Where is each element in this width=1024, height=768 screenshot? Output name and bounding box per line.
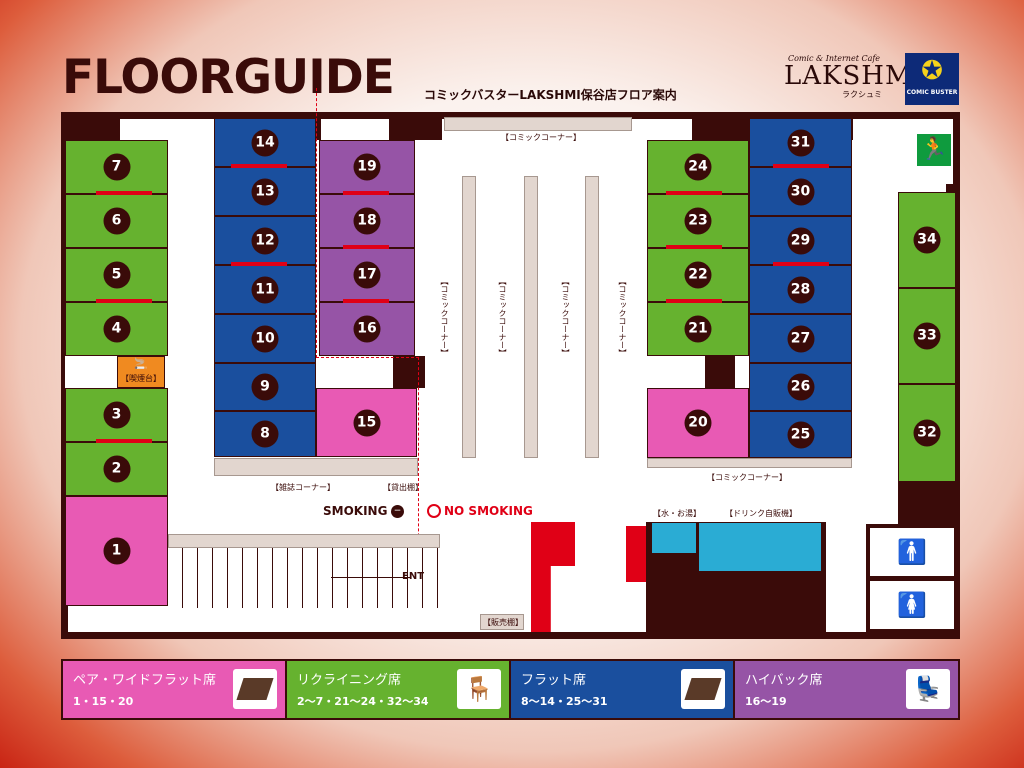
- male-restroom-icon: 🚹: [897, 538, 927, 566]
- seat-15[interactable]: 15: [316, 388, 417, 457]
- seat-legend: ペア・ワイドフラット席 1・15・20 リクライニング席 2〜7・21〜24・3…: [61, 659, 960, 720]
- seat-9[interactable]: 9: [214, 363, 316, 411]
- seat-12[interactable]: 12: [214, 216, 316, 265]
- legend-high-back: ハイバック席 16〜19 💺: [735, 661, 958, 718]
- recliner-icon: 🪑: [457, 669, 501, 709]
- drink-vending-machine[interactable]: [698, 522, 822, 572]
- page-subtitle: コミックバスターLAKSHMI保谷店フロア案内: [424, 88, 677, 102]
- female-restroom[interactable]: 🚺: [870, 581, 954, 629]
- no-smoking-label: NO SMOKING: [444, 504, 533, 518]
- comic-shelf-top: [444, 117, 632, 131]
- rental-shelf-label: 【貸出棚】: [383, 483, 423, 492]
- legend-flat: フラット席 8〜14・25〜31: [511, 661, 733, 718]
- smoking-icon: 🚬: [134, 357, 148, 370]
- seat-25[interactable]: 25: [749, 411, 852, 458]
- comic-shelf-3: [585, 176, 599, 458]
- shop-shelf-label: 【販売棚】: [483, 618, 523, 627]
- legend-pair-wide-flat: ペア・ワイドフラット席 1・15・20: [63, 661, 285, 718]
- seat-8[interactable]: 8: [214, 411, 316, 457]
- logo-ruby: ラクシュミ: [842, 90, 882, 99]
- water-station[interactable]: [651, 522, 697, 554]
- seat-1[interactable]: 1: [65, 496, 168, 606]
- seat-24[interactable]: 24: [647, 140, 749, 194]
- smoking-label: SMOKING: [323, 504, 388, 518]
- seat-33[interactable]: 33: [898, 288, 956, 384]
- seat-6[interactable]: 6: [65, 194, 168, 248]
- seat-18[interactable]: 18: [319, 194, 415, 248]
- comic-corner-label-v2: 【コミックコーナー】: [498, 277, 507, 357]
- seat-11[interactable]: 11: [214, 265, 316, 314]
- seat-2[interactable]: 2: [65, 442, 168, 496]
- magazine-corner-label: 【雑誌コーナー】: [271, 483, 335, 492]
- entrance-stair-top: [168, 534, 440, 548]
- seat-5[interactable]: 5: [65, 248, 168, 302]
- seat-29[interactable]: 29: [749, 216, 852, 265]
- seat-27[interactable]: 27: [749, 314, 852, 363]
- seat-28[interactable]: 28: [749, 265, 852, 314]
- water-label: 【水・お湯】: [653, 509, 701, 518]
- seat-13[interactable]: 13: [214, 167, 316, 216]
- seat-22[interactable]: 22: [647, 248, 749, 302]
- seat-32[interactable]: 32: [898, 384, 956, 482]
- logo-name: LAKSHMI: [784, 61, 924, 91]
- buster-mark-icon: ✪: [921, 56, 943, 86]
- flat-mat-icon: [233, 669, 277, 709]
- comic-corner-label-v1: 【コミックコーナー】: [440, 277, 449, 357]
- comic-corner-label-v3: 【コミックコーナー】: [561, 277, 570, 357]
- seat-21[interactable]: 21: [647, 302, 749, 356]
- smoking-boundary: [316, 88, 317, 358]
- comic-buster-badge: ✪ COMIC BUSTER: [905, 53, 959, 105]
- seat-20[interactable]: 20: [647, 388, 749, 458]
- seat-10[interactable]: 10: [214, 314, 316, 363]
- legend-reclining: リクライニング席 2〜7・21〜24・32〜34 🪑: [287, 661, 509, 718]
- comic-corner-label-v4: 【コミックコーナー】: [618, 277, 627, 357]
- smoking-icon: −: [391, 505, 404, 518]
- seat-23[interactable]: 23: [647, 194, 749, 248]
- male-restroom[interactable]: 🚹: [870, 528, 954, 576]
- emergency-exit-icon: 🏃: [917, 134, 951, 166]
- comic-corner-label-bottom: 【コミックコーナー】: [707, 473, 787, 482]
- no-smoking-icon: [427, 504, 441, 518]
- floor-map: 【コミックコーナー】 7 6 5 4 🚬 【喫煙台】 3 2 1 14 13 1…: [61, 88, 960, 639]
- entrance-stairs: [168, 548, 440, 608]
- seat-17[interactable]: 17: [319, 248, 415, 302]
- female-restroom-icon: 🚺: [897, 591, 927, 619]
- smoking-seat: 🚬 【喫煙台】: [117, 356, 165, 388]
- entrance-label: ENT: [402, 571, 425, 582]
- seat-19[interactable]: 19: [319, 140, 415, 194]
- seat-4[interactable]: 4: [65, 302, 168, 356]
- comic-shelf-bottom: [647, 458, 852, 468]
- page-title: FLOORGUIDE: [62, 50, 395, 105]
- flat-mat-icon: [681, 669, 725, 709]
- seat-7[interactable]: 7: [65, 140, 168, 194]
- seat-31[interactable]: 31: [749, 118, 852, 167]
- comic-shelf-2: [524, 176, 538, 458]
- seat-16[interactable]: 16: [319, 302, 415, 356]
- comic-shelf-1: [462, 176, 476, 458]
- smoking-seat-label: 【喫煙台】: [121, 374, 161, 383]
- seat-14[interactable]: 14: [214, 118, 316, 167]
- seat-26[interactable]: 26: [749, 363, 852, 411]
- badge-text: COMIC BUSTER: [906, 89, 958, 96]
- logo-tagline: Comic & Internet Cafe: [787, 54, 881, 63]
- comic-corner-label: 【コミックコーナー】: [501, 133, 581, 142]
- office-chair-icon: 💺: [906, 669, 950, 709]
- magazine-shelf: [214, 458, 418, 476]
- seat-30[interactable]: 30: [749, 167, 852, 216]
- drink-label: 【ドリンク自販機】: [725, 509, 797, 518]
- seat-34[interactable]: 34: [898, 192, 956, 288]
- seat-3[interactable]: 3: [65, 388, 168, 442]
- lakshmi-logo: Comic & Internet Cafe LAKSHMI ラクシュミ: [784, 54, 924, 100]
